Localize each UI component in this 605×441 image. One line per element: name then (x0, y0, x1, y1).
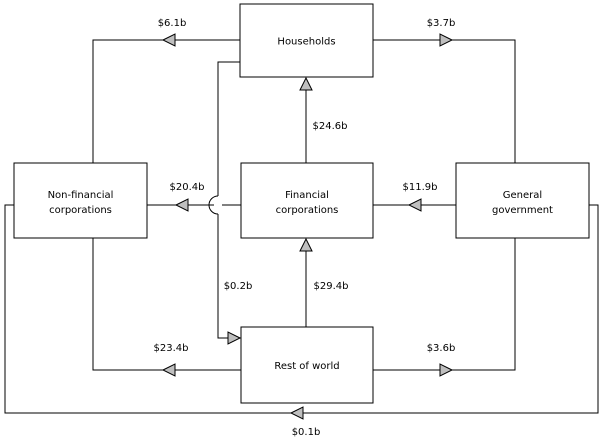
node-general-government-label-line2: government (492, 205, 553, 216)
node-rest-of-world-label: Rest of world (274, 361, 339, 372)
flow-line-3-6b (373, 238, 516, 371)
arrowhead-6-1b (161, 33, 176, 47)
flow-line-0-2b (217, 61, 240, 196)
arrowhead-11-9b (407, 198, 422, 212)
arrowhead-0-1b (289, 406, 304, 420)
arrowhead-23-4b (161, 363, 176, 377)
flow-label-20-4b: $20.4b (170, 182, 205, 193)
arrowhead-29-4b (299, 237, 313, 252)
node-non-financial-corporations-label-line1: Non-financial (48, 190, 114, 201)
arrowhead-24-6b (299, 76, 313, 91)
node-financial-corporations-label-line2: corporations (276, 205, 339, 216)
flow-label-0-1b: $0.1b (292, 427, 321, 438)
node-households-label: Households (277, 37, 335, 48)
node-households[interactable]: Households (239, 3, 374, 78)
arrowhead-3-7b (439, 33, 454, 47)
node-non-financial-corporations-label-line2: corporations (49, 205, 112, 216)
flow-line-3-7b (373, 39, 516, 163)
line-hop-arc (208, 195, 219, 215)
node-financial-corporations-rect[interactable] (240, 162, 374, 239)
arrowhead-20-4b (174, 198, 189, 212)
flow-label-23-4b: $23.4b (154, 343, 189, 354)
flow-label-0-2b: $0.2b (224, 281, 253, 292)
node-non-financial-corporations-rect[interactable] (13, 162, 148, 239)
node-general-government-label-line1: General (503, 190, 542, 201)
flow-line-6-1b (92, 39, 240, 163)
node-rest-of-world[interactable]: Rest of world (240, 326, 374, 404)
flow-label-29-4b: $29.4b (314, 281, 349, 292)
flow-label-6-1b: $6.1b (158, 18, 187, 29)
arrowhead-0-2b (227, 331, 242, 345)
node-non-financial-corporations[interactable]: Non-financial corporations (13, 162, 148, 239)
node-general-government-rect[interactable] (455, 162, 590, 239)
flow-label-11-9b: $11.9b (403, 182, 438, 193)
node-rest-of-world-rect[interactable] (240, 326, 374, 404)
flow-line-0-2b-lower (217, 214, 241, 339)
flow-line-23-4b (92, 238, 241, 371)
flow-label-3-7b: $3.7b (427, 18, 456, 29)
arrowhead-3-6b (439, 363, 454, 377)
flow-label-3-6b: $3.6b (427, 343, 456, 354)
flow-label-24-6b: $24.6b (313, 121, 348, 132)
node-financial-corporations-label-line1: Financial (285, 190, 329, 201)
node-households-rect[interactable] (239, 3, 374, 78)
node-general-government[interactable]: General government (455, 162, 590, 239)
node-financial-corporations[interactable]: Financial corporations (240, 162, 374, 239)
